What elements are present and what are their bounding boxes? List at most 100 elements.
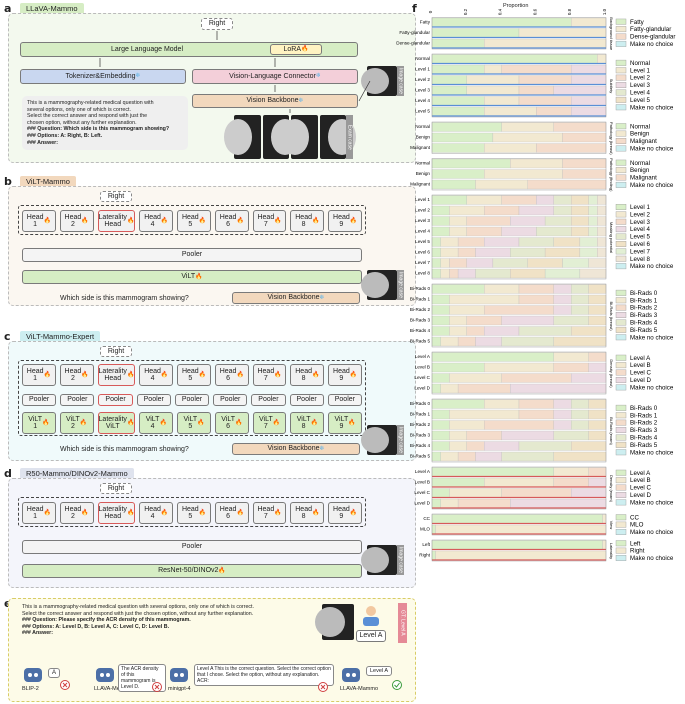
fire-icon: 🔥 <box>79 419 88 426</box>
row-label: Fatty <box>420 20 431 25</box>
panel-c-head-label: Head 1 <box>26 367 44 382</box>
bar-segment <box>588 315 607 326</box>
panel-a-lora: LoRA🔥 <box>270 44 322 55</box>
bar-segment <box>588 205 598 216</box>
bar-segment <box>484 205 520 216</box>
bar-segment <box>431 352 554 362</box>
bar-segment <box>466 430 502 441</box>
bar-segment <box>571 96 607 106</box>
bar-segment <box>449 441 467 451</box>
bar-segment <box>431 169 485 179</box>
panel-d-head-label: Head 6 <box>219 505 237 520</box>
bar-segment <box>553 284 572 294</box>
legend-label: Make no choice <box>630 499 674 506</box>
legend-swatch <box>615 514 627 521</box>
legend-swatch <box>615 96 627 103</box>
legend-swatch <box>615 181 627 188</box>
bar-segment <box>484 362 554 373</box>
bar-segment <box>431 467 554 477</box>
panel-c-vilt-6: ViLT 6🔥 <box>214 412 249 434</box>
bar-segment <box>571 226 589 237</box>
bar-segment <box>501 430 554 441</box>
panel-a-image-case-thumb <box>361 66 397 96</box>
panel-b-question: Which side is this mammogram showing? <box>60 295 189 302</box>
bar-segment <box>597 247 607 258</box>
panel-c-pooler-label: Pooler <box>67 396 88 404</box>
bar-segment <box>544 268 581 279</box>
panel-c-pooler-9: Pooler <box>327 394 362 406</box>
model-name: minigpt-4 <box>168 686 191 692</box>
fire-icon: 🔥 <box>236 371 244 378</box>
group-frame <box>431 194 607 280</box>
bar-segment <box>571 441 607 451</box>
bar-segment <box>571 488 607 498</box>
bar-segment <box>510 383 607 394</box>
legend-swatch <box>615 67 627 74</box>
bar-segment <box>440 247 459 258</box>
legend-swatch <box>615 529 627 535</box>
bar-segment <box>449 315 467 326</box>
bar-segment <box>431 17 572 28</box>
legend-swatch <box>615 18 627 25</box>
group-name: Pathology (finding) <box>609 158 614 192</box>
bar-segment <box>518 441 572 451</box>
panel-b-head-5: Head 5🔥 <box>177 210 211 232</box>
bar-segment <box>518 75 572 85</box>
row-label: Bi-Rads 0 <box>410 401 431 406</box>
bar-segment <box>431 106 485 117</box>
panel-d-head-label: Head 4 <box>144 505 161 520</box>
panel-f-axis-title: Proportion <box>503 3 529 9</box>
bar-segment <box>431 441 450 451</box>
bar-segment <box>510 498 607 509</box>
bar-segment <box>475 451 502 462</box>
fire-icon: 🔥 <box>349 371 358 378</box>
panel-b-head-label: Head 9 <box>333 213 350 228</box>
snowflake-icon: ❄ <box>298 97 304 104</box>
legend-label: Level 2 <box>630 211 651 218</box>
model-name: LLAVA-Mammo <box>340 686 379 692</box>
model-llava-mammo: LLAVA-Mammo Level A <box>340 664 412 694</box>
bar-segment <box>466 195 502 205</box>
legend-label: Make no choice <box>630 334 674 341</box>
fire-icon: 🔥 <box>218 567 226 574</box>
panel-c-vilt-8: ViLT 8🔥 <box>290 412 325 434</box>
legend-swatch <box>615 449 627 456</box>
panel-c-pooler-label: Pooler <box>220 396 241 404</box>
panel-c-head-label: Head 8 <box>295 367 312 382</box>
panel-b-letter: b <box>4 175 12 188</box>
panel-c-head-3: Laterality Head🔥 <box>97 364 136 386</box>
group-name: Pathology (breast) <box>609 122 614 155</box>
panel-e-answer-box: Level A <box>356 630 386 642</box>
bar-segment <box>431 258 441 268</box>
row-label: Bi-Rads 4 <box>410 328 431 333</box>
panel-d-letter: d <box>4 467 12 480</box>
fire-icon: 🔥 <box>272 419 281 426</box>
panel-b-head-label: Head 8 <box>295 213 312 228</box>
legend-swatch <box>615 354 627 361</box>
legend-swatch <box>615 226 627 233</box>
panel-c-pooler-8: Pooler <box>289 394 324 406</box>
panel-d-head-3: Laterality Head🔥 <box>97 502 136 524</box>
legend-label: Level 3 <box>630 219 651 226</box>
group-frame <box>431 283 607 348</box>
model-reply: Level A <box>366 666 393 676</box>
panel-d-title: R50-Mammo/DINOv2-Mammo <box>20 468 134 479</box>
bar-segment <box>431 226 450 237</box>
row-label: Level 3 <box>415 88 430 93</box>
fire-icon: 🔥 <box>198 371 207 378</box>
row-label: Level 3 <box>415 218 430 223</box>
legend-label: Level D <box>630 492 652 499</box>
model-reply: A <box>48 668 61 678</box>
bar-segment <box>431 247 441 258</box>
row-label: Level A <box>415 469 431 474</box>
row-label: Level 5 <box>415 109 430 114</box>
legend-swatch <box>615 499 627 506</box>
group-frame <box>431 513 607 536</box>
bar-segment <box>597 216 607 226</box>
bar-segment <box>597 205 607 216</box>
panel-c-vilt-label: ViLT 4 <box>145 415 160 430</box>
row-label: Level D <box>414 386 430 391</box>
model-reply: Level A This is the correct question. Se… <box>194 664 334 686</box>
panel-b-heads: Head 1🔥Head 2🔥Laterality Head🔥Head 4🔥Hea… <box>22 210 363 232</box>
panel-c-head-7: Head 7🔥 <box>252 364 287 386</box>
